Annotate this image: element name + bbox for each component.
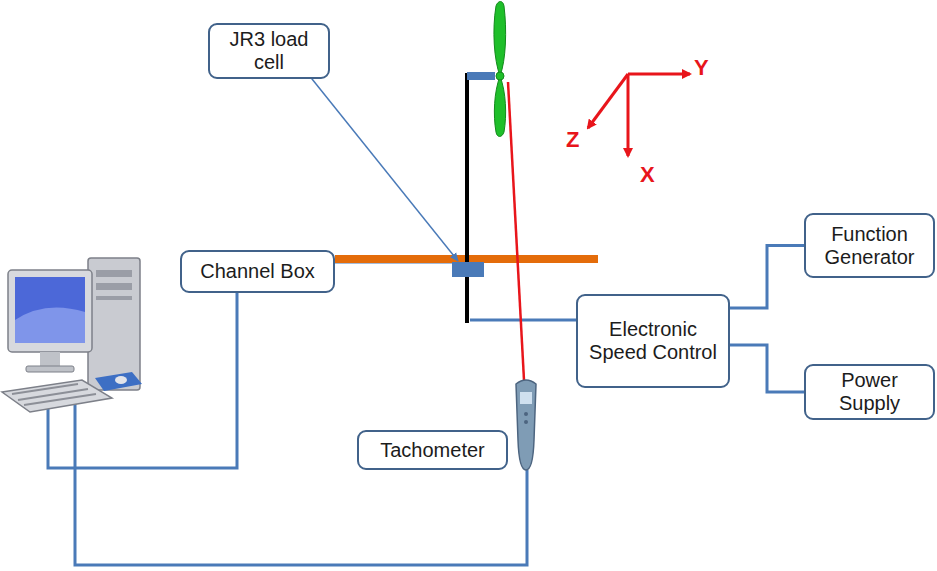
- controller-box: Electronic Speed Control: [576, 294, 730, 388]
- support-arm: [465, 73, 469, 323]
- leader-line: [300, 64, 458, 261]
- box-label: Channel Box: [200, 260, 315, 283]
- propeller: [494, 2, 506, 137]
- wire-connector: [730, 246, 804, 309]
- box-label: Tachometer: [380, 439, 485, 462]
- box-label: Function Generator: [813, 223, 926, 269]
- computer: [2, 258, 142, 412]
- box-label: Power Supply: [813, 369, 926, 415]
- callout-box: JR3 load cell: [208, 23, 330, 79]
- wire-connector: [730, 345, 804, 392]
- instrument-box: Power Supply: [804, 364, 935, 420]
- tachometer-device: [516, 380, 536, 470]
- axis-label: X: [640, 163, 655, 187]
- axis-label: Y: [694, 56, 709, 80]
- instrument-box: Tachometer: [357, 430, 508, 470]
- motor-mount: [467, 72, 495, 80]
- box-label: Electronic Speed Control: [585, 318, 721, 364]
- load-cell: [452, 262, 484, 277]
- axis-label: Z: [566, 128, 579, 152]
- instrument-box: Function Generator: [804, 213, 935, 278]
- laser-beam: [508, 82, 524, 380]
- instrument-box: Channel Box: [180, 250, 335, 293]
- coordinate-axes: [588, 74, 690, 156]
- box-label: JR3 load cell: [217, 28, 321, 74]
